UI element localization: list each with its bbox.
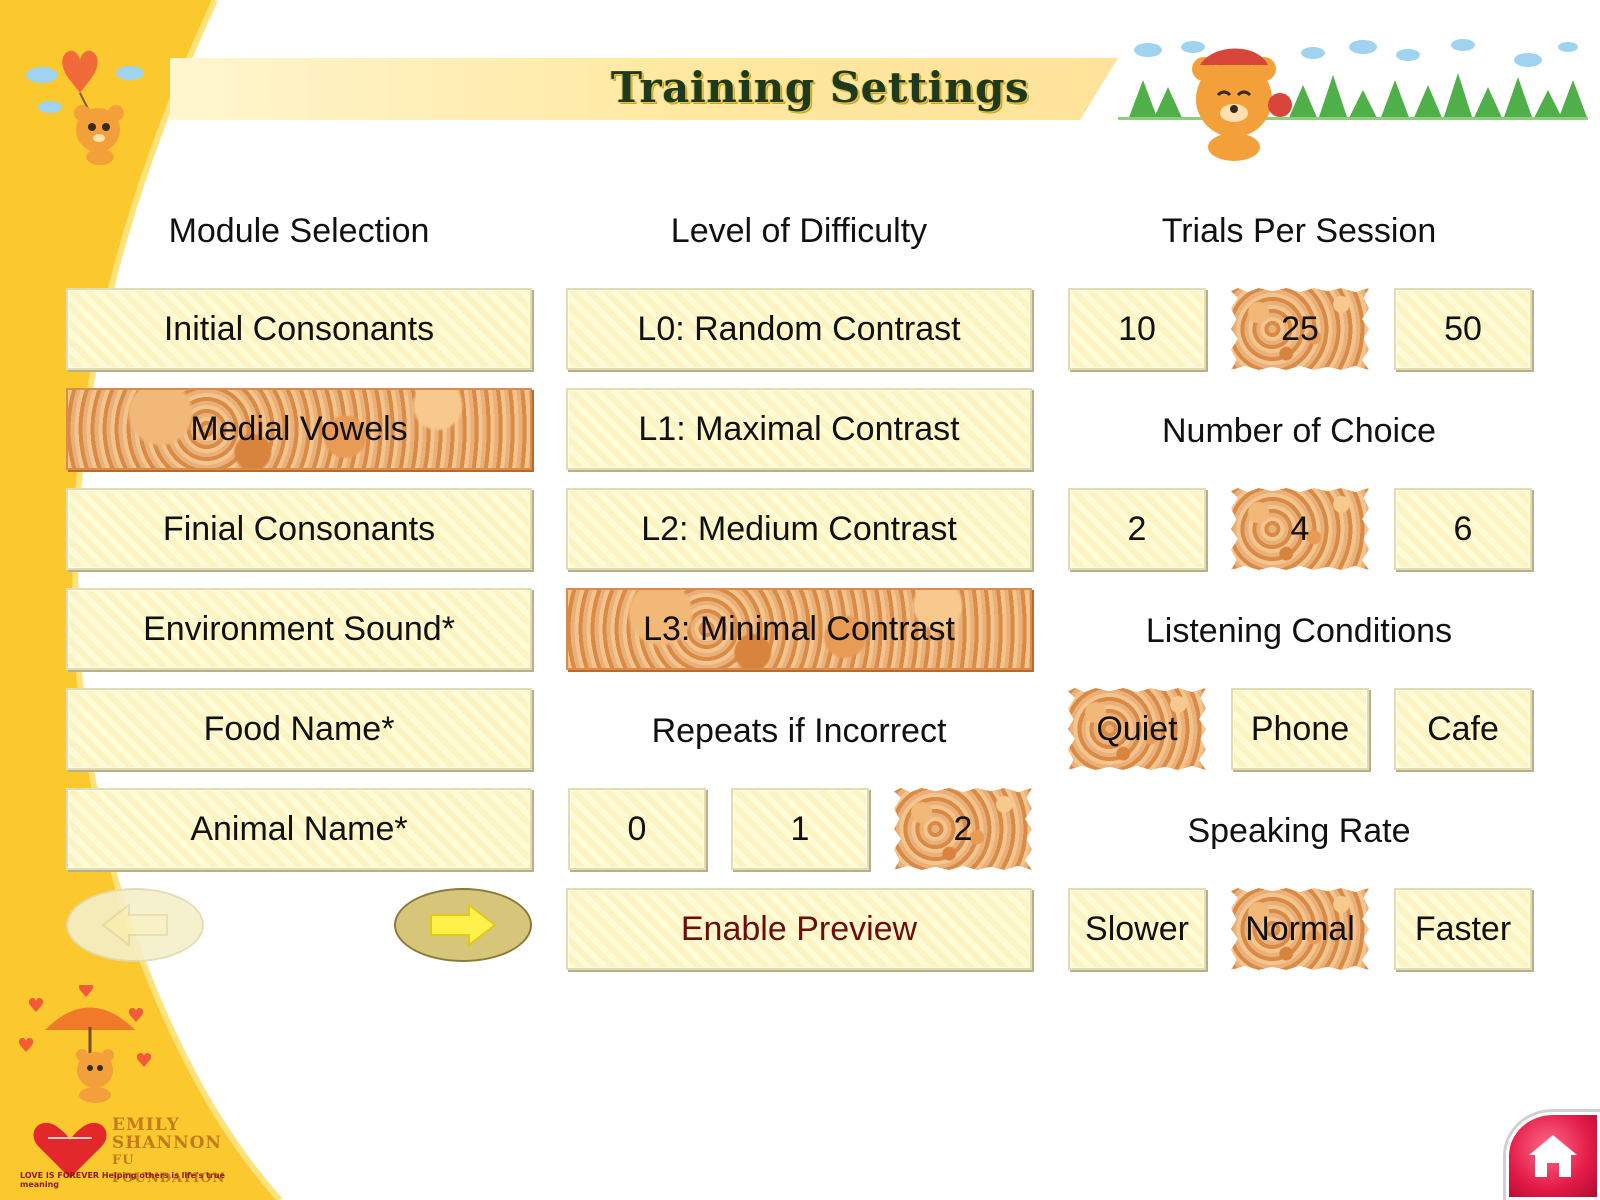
repeats-heading: Repeats if Incorrect [651, 712, 947, 750]
difficulty-item-label: L0: Random Contrast [637, 309, 961, 348]
listening-quiet-button[interactable]: Quiet [1068, 688, 1206, 770]
trials-option-label: 50 [1444, 309, 1482, 348]
logo-line-3: FU FOUNDATION [112, 1153, 226, 1186]
logo-line-2: SHANNON [112, 1133, 222, 1153]
repeats-option-label: 2 [953, 809, 973, 848]
repeats-option-label: 1 [790, 809, 810, 848]
listening-option-label: Phone [1250, 709, 1350, 748]
logo-line-1: EMILY [112, 1115, 180, 1135]
speaking-rate-heading: Speaking Rate [1187, 812, 1411, 850]
rate-slower-button[interactable]: Slower [1068, 888, 1206, 970]
module-food-name-button[interactable]: Food Name* [66, 688, 532, 770]
repeats-2-button[interactable]: 2 [894, 788, 1032, 870]
page-title: Training Settings [610, 63, 1030, 112]
difficulty-item-label: L2: Medium Contrast [641, 509, 957, 548]
trials-heading: Trials Per Session [1161, 212, 1437, 250]
module-item-label: Finial Consonants [162, 509, 436, 548]
difficulty-l1-button[interactable]: L1: Maximal Contrast [566, 388, 1032, 470]
foundation-logo-text: EMILY SHANNON FU FOUNDATION [112, 1116, 252, 1188]
trees-bear-illustration [1118, 39, 1588, 161]
difficulty-heading: Level of Difficulty [670, 212, 928, 250]
arrow-right-icon [430, 902, 497, 948]
trials-50-button[interactable]: 50 [1394, 288, 1532, 370]
module-environment-sound-button[interactable]: Environment Sound* [66, 588, 532, 670]
module-final-consonants-button[interactable]: Finial Consonants [66, 488, 532, 570]
module-item-label: Medial Vowels [190, 409, 408, 448]
previous-button[interactable] [66, 888, 204, 962]
module-item-label: Animal Name* [190, 809, 408, 848]
choices-6-button[interactable]: 6 [1394, 488, 1532, 570]
repeats-1-button[interactable]: 1 [731, 788, 869, 870]
title-banner [170, 58, 1118, 120]
rate-option-label: Faster [1414, 909, 1512, 948]
module-selection-heading: Module Selection [168, 212, 430, 250]
logo-tagline: LOVE IS FOREVER Helping others is life's… [20, 1171, 225, 1189]
listening-option-label: Quiet [1096, 709, 1178, 748]
repeats-option-label: 0 [627, 809, 647, 848]
rate-option-label: Normal [1245, 909, 1355, 948]
module-item-label: Initial Consonants [163, 309, 435, 348]
trials-10-button[interactable]: 10 [1068, 288, 1206, 370]
rate-faster-button[interactable]: Faster [1394, 888, 1532, 970]
difficulty-l2-button[interactable]: L2: Medium Contrast [566, 488, 1032, 570]
rate-normal-button[interactable]: Normal [1231, 888, 1369, 970]
home-button[interactable] [1506, 1112, 1600, 1200]
home-icon [1529, 1135, 1577, 1177]
trials-option-label: 10 [1118, 309, 1156, 348]
next-button[interactable] [394, 888, 532, 962]
listening-cafe-button[interactable]: Cafe [1394, 688, 1532, 770]
heart-logo-icon [33, 1122, 107, 1178]
difficulty-item-label: L3: Minimal Contrast [643, 609, 955, 648]
choices-4-button[interactable]: 4 [1231, 488, 1369, 570]
listening-heading: Listening Conditions [1145, 612, 1453, 650]
choices-option-label: 2 [1127, 509, 1147, 548]
difficulty-l3-button[interactable]: L3: Minimal Contrast [566, 588, 1032, 670]
bear-balloon-illustration [26, 50, 144, 165]
module-initial-consonants-button[interactable]: Initial Consonants [66, 288, 532, 370]
trials-option-label: 25 [1281, 309, 1319, 348]
umbrella-bear-illustration [18, 985, 152, 1103]
enable-preview-button[interactable]: Enable Preview [566, 888, 1032, 970]
module-medial-vowels-button[interactable]: Medial Vowels [66, 388, 532, 470]
trials-25-button[interactable]: 25 [1231, 288, 1369, 370]
difficulty-l0-button[interactable]: L0: Random Contrast [566, 288, 1032, 370]
arrow-left-icon [101, 902, 168, 948]
listening-option-label: Cafe [1427, 709, 1499, 748]
choices-heading: Number of Choice [1161, 412, 1436, 450]
module-item-label: Environment Sound* [143, 609, 455, 648]
repeats-0-button[interactable]: 0 [568, 788, 706, 870]
rate-option-label: Slower [1085, 909, 1189, 948]
choices-option-label: 6 [1453, 509, 1473, 548]
choices-option-label: 4 [1290, 509, 1310, 548]
difficulty-item-label: L1: Maximal Contrast [638, 409, 960, 448]
module-item-label: Food Name* [203, 709, 395, 748]
choices-2-button[interactable]: 2 [1068, 488, 1206, 570]
module-animal-name-button[interactable]: Animal Name* [66, 788, 532, 870]
enable-preview-label: Enable Preview [680, 909, 918, 948]
listening-phone-button[interactable]: Phone [1231, 688, 1369, 770]
